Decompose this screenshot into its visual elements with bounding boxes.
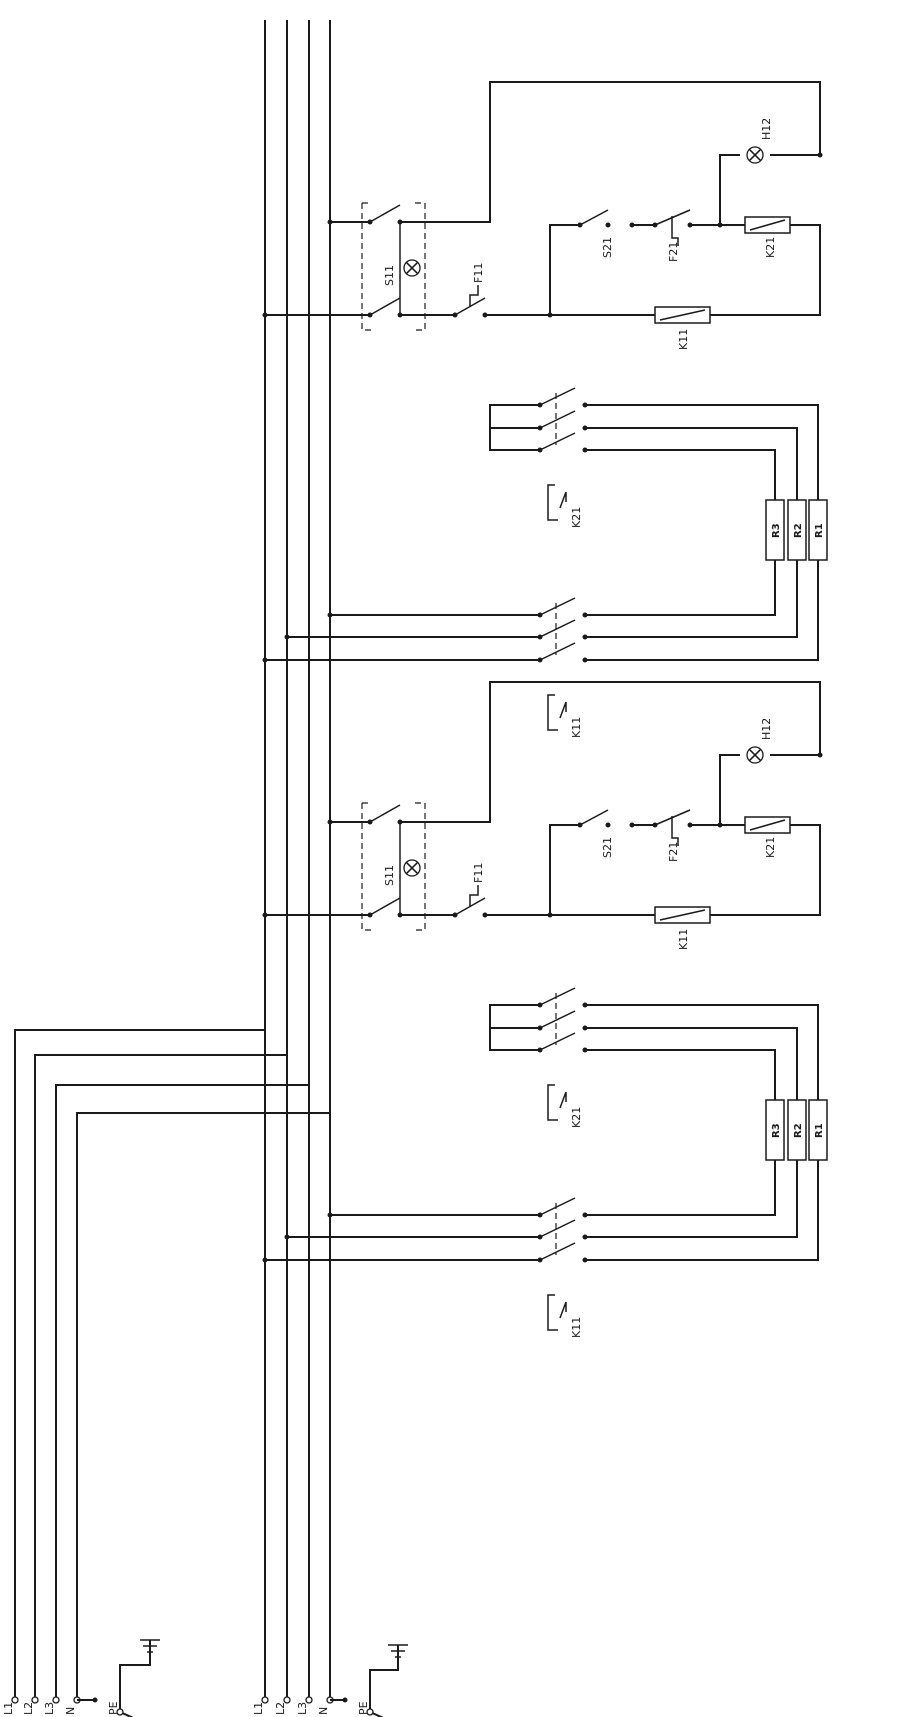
circuit-b-terminal-l1: L1 bbox=[252, 1702, 265, 1715]
supply-feeder bbox=[14, 20, 331, 1700]
label-coil-k11: K11 bbox=[677, 929, 690, 950]
heater-r3-label: R3 bbox=[771, 1123, 782, 1138]
label-h12: H12 bbox=[760, 718, 773, 740]
heater-r3 bbox=[765, 1099, 785, 1161]
circuit-b-earth: PE bbox=[357, 1644, 408, 1717]
label-contactor-k21: K21 bbox=[570, 507, 583, 528]
label-coil-k21: K21 bbox=[764, 837, 777, 858]
circuit-a: R3 R2 R1 bbox=[262, 20, 828, 1040]
circuit-a-labels: S11 F11 S21 F21 H12 K21 K11 K21 K11 bbox=[383, 118, 777, 738]
circuit-a-busbars bbox=[264, 20, 331, 1040]
label-f21: F21 bbox=[667, 242, 680, 262]
circuit-b-terminal-n: N bbox=[317, 1707, 330, 1715]
label-f21: F21 bbox=[667, 842, 680, 862]
circuit-a-power: R3 R2 R1 bbox=[262, 387, 828, 731]
circuit-b-power: R3 R2 R1 bbox=[262, 987, 828, 1331]
supply-terminals: L1 L2 L3 N bbox=[2, 1696, 81, 1715]
label-s21: S21 bbox=[601, 237, 614, 258]
circuit-b-terminals: L1 L2 L3 N bbox=[252, 1696, 348, 1715]
heater-r3 bbox=[765, 499, 785, 561]
circuit-b-terminal-l2: L2 bbox=[274, 1702, 287, 1715]
heater-r3-label: R3 bbox=[771, 523, 782, 538]
circuit-b-control bbox=[262, 681, 823, 931]
circuit-b-labels: S11 F11 S21 F21 H12 K21 K11 K21 K11 bbox=[383, 718, 777, 1338]
heater-r1-label: R1 bbox=[814, 523, 825, 538]
label-f11: F11 bbox=[472, 263, 485, 283]
circuit-b-busbars bbox=[264, 680, 331, 1700]
label-contactor-k11: K11 bbox=[570, 1317, 583, 1338]
label-s11: S11 bbox=[383, 265, 396, 286]
supply-terminal-n: N bbox=[64, 1707, 77, 1715]
label-f11: F11 bbox=[472, 863, 485, 883]
circuit-b-heaters: R3 R2 R1 bbox=[765, 1099, 828, 1161]
label-s11: S11 bbox=[383, 865, 396, 886]
heater-r2 bbox=[787, 499, 807, 561]
circuit-b-power-junctions bbox=[262, 1002, 588, 1263]
label-s21: S21 bbox=[601, 837, 614, 858]
label-coil-k11: K11 bbox=[677, 329, 690, 350]
circuit-a-heaters: R3 R2 R1 bbox=[765, 499, 828, 561]
circuit-b-earth-label: PE bbox=[357, 1701, 370, 1715]
heater-r1 bbox=[808, 499, 828, 561]
heater-r2-label: R2 bbox=[793, 523, 804, 538]
heater-r1-label: R1 bbox=[814, 1123, 825, 1138]
circuit-a-control-junctions bbox=[262, 152, 823, 318]
supply-earth-label: PE bbox=[107, 1701, 120, 1715]
circuit-a-power-junctions bbox=[262, 402, 588, 663]
supply-terminal-l2: L2 bbox=[22, 1702, 35, 1715]
label-contactor-k21: K21 bbox=[570, 1107, 583, 1128]
label-h12: H12 bbox=[760, 118, 773, 140]
supply-earth: PE bbox=[77, 1639, 160, 1717]
circuit-b-control-junctions bbox=[262, 752, 823, 918]
circuit-b: R3 R2 R1 bbox=[252, 680, 828, 1717]
label-coil-k21: K21 bbox=[764, 237, 777, 258]
label-contactor-k11: K11 bbox=[570, 717, 583, 738]
circuit-a-control bbox=[262, 81, 823, 331]
heater-r1 bbox=[808, 1099, 828, 1161]
circuit-b-terminal-l3: L3 bbox=[296, 1702, 309, 1715]
supply-terminal-l1: L1 bbox=[2, 1702, 15, 1715]
heater-r2-label: R2 bbox=[793, 1123, 804, 1138]
heater-r2 bbox=[787, 1099, 807, 1161]
supply-terminal-l3: L3 bbox=[43, 1702, 56, 1715]
